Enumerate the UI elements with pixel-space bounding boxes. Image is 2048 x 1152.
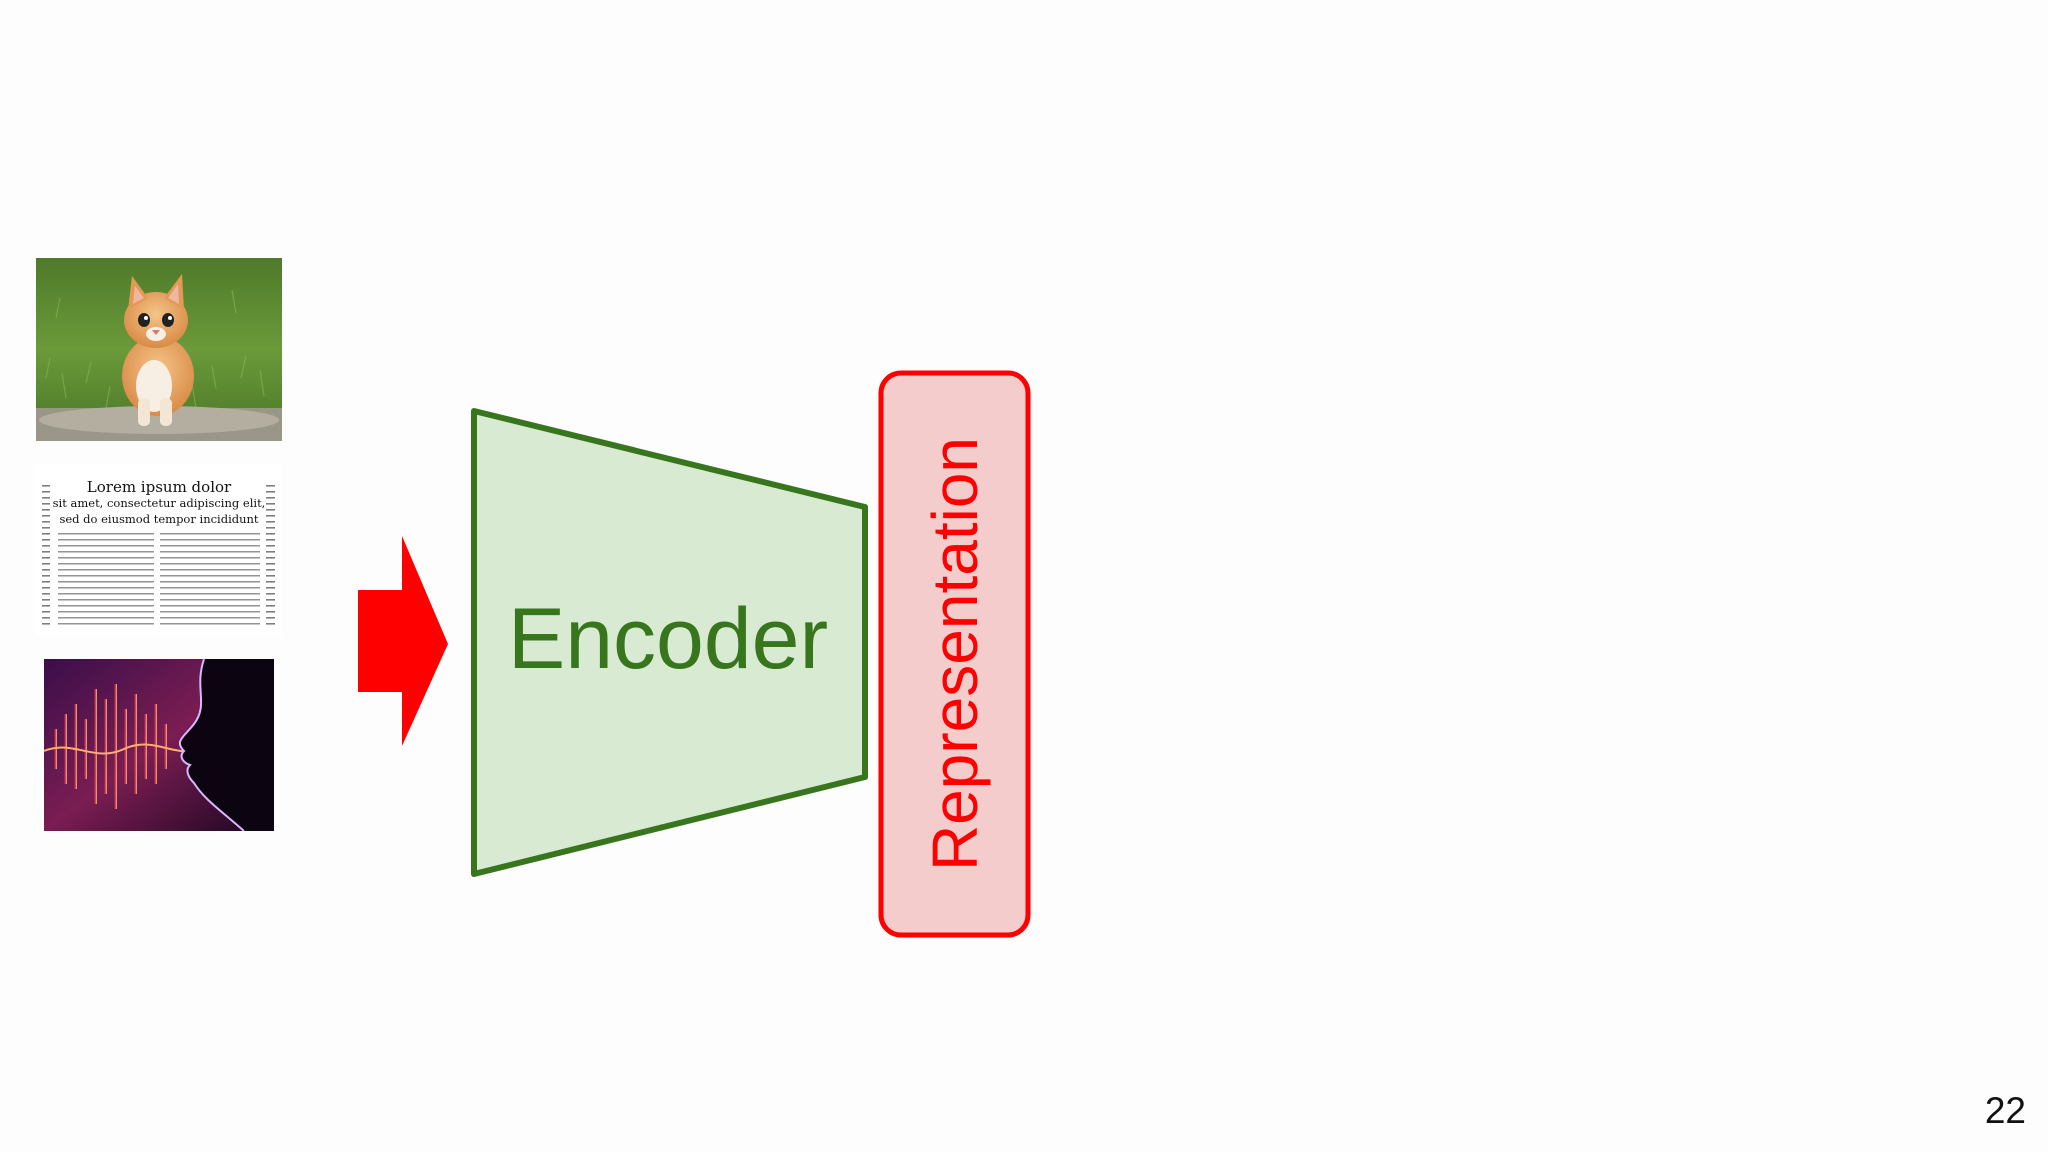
- input-arrow: [358, 536, 448, 746]
- slide-number: 22: [1984, 1090, 2026, 1131]
- encoder-block: [471, 408, 868, 877]
- kitten-photo: [36, 258, 282, 441]
- newspaper-headline-line1: Lorem ipsum dolor: [86, 478, 232, 496]
- representation-box: [878, 370, 1031, 938]
- encoder-label: Encoder: [508, 591, 828, 687]
- newspaper-headline: Lorem ipsum dolor sit amet, consectetur …: [36, 479, 282, 527]
- newspaper-headline-line2: sit amet, consectetur adipiscing elit,: [52, 496, 266, 510]
- audio-waveform: [20, 858, 298, 978]
- representation-label: Representation: [919, 437, 991, 871]
- newspaper-text-image: Lorem ipsum dolor sit amet, consectetur …: [36, 465, 282, 637]
- newspaper-headline-line3: sed do eiusmod tempor incididunt: [59, 512, 259, 526]
- speech-image: [44, 659, 274, 831]
